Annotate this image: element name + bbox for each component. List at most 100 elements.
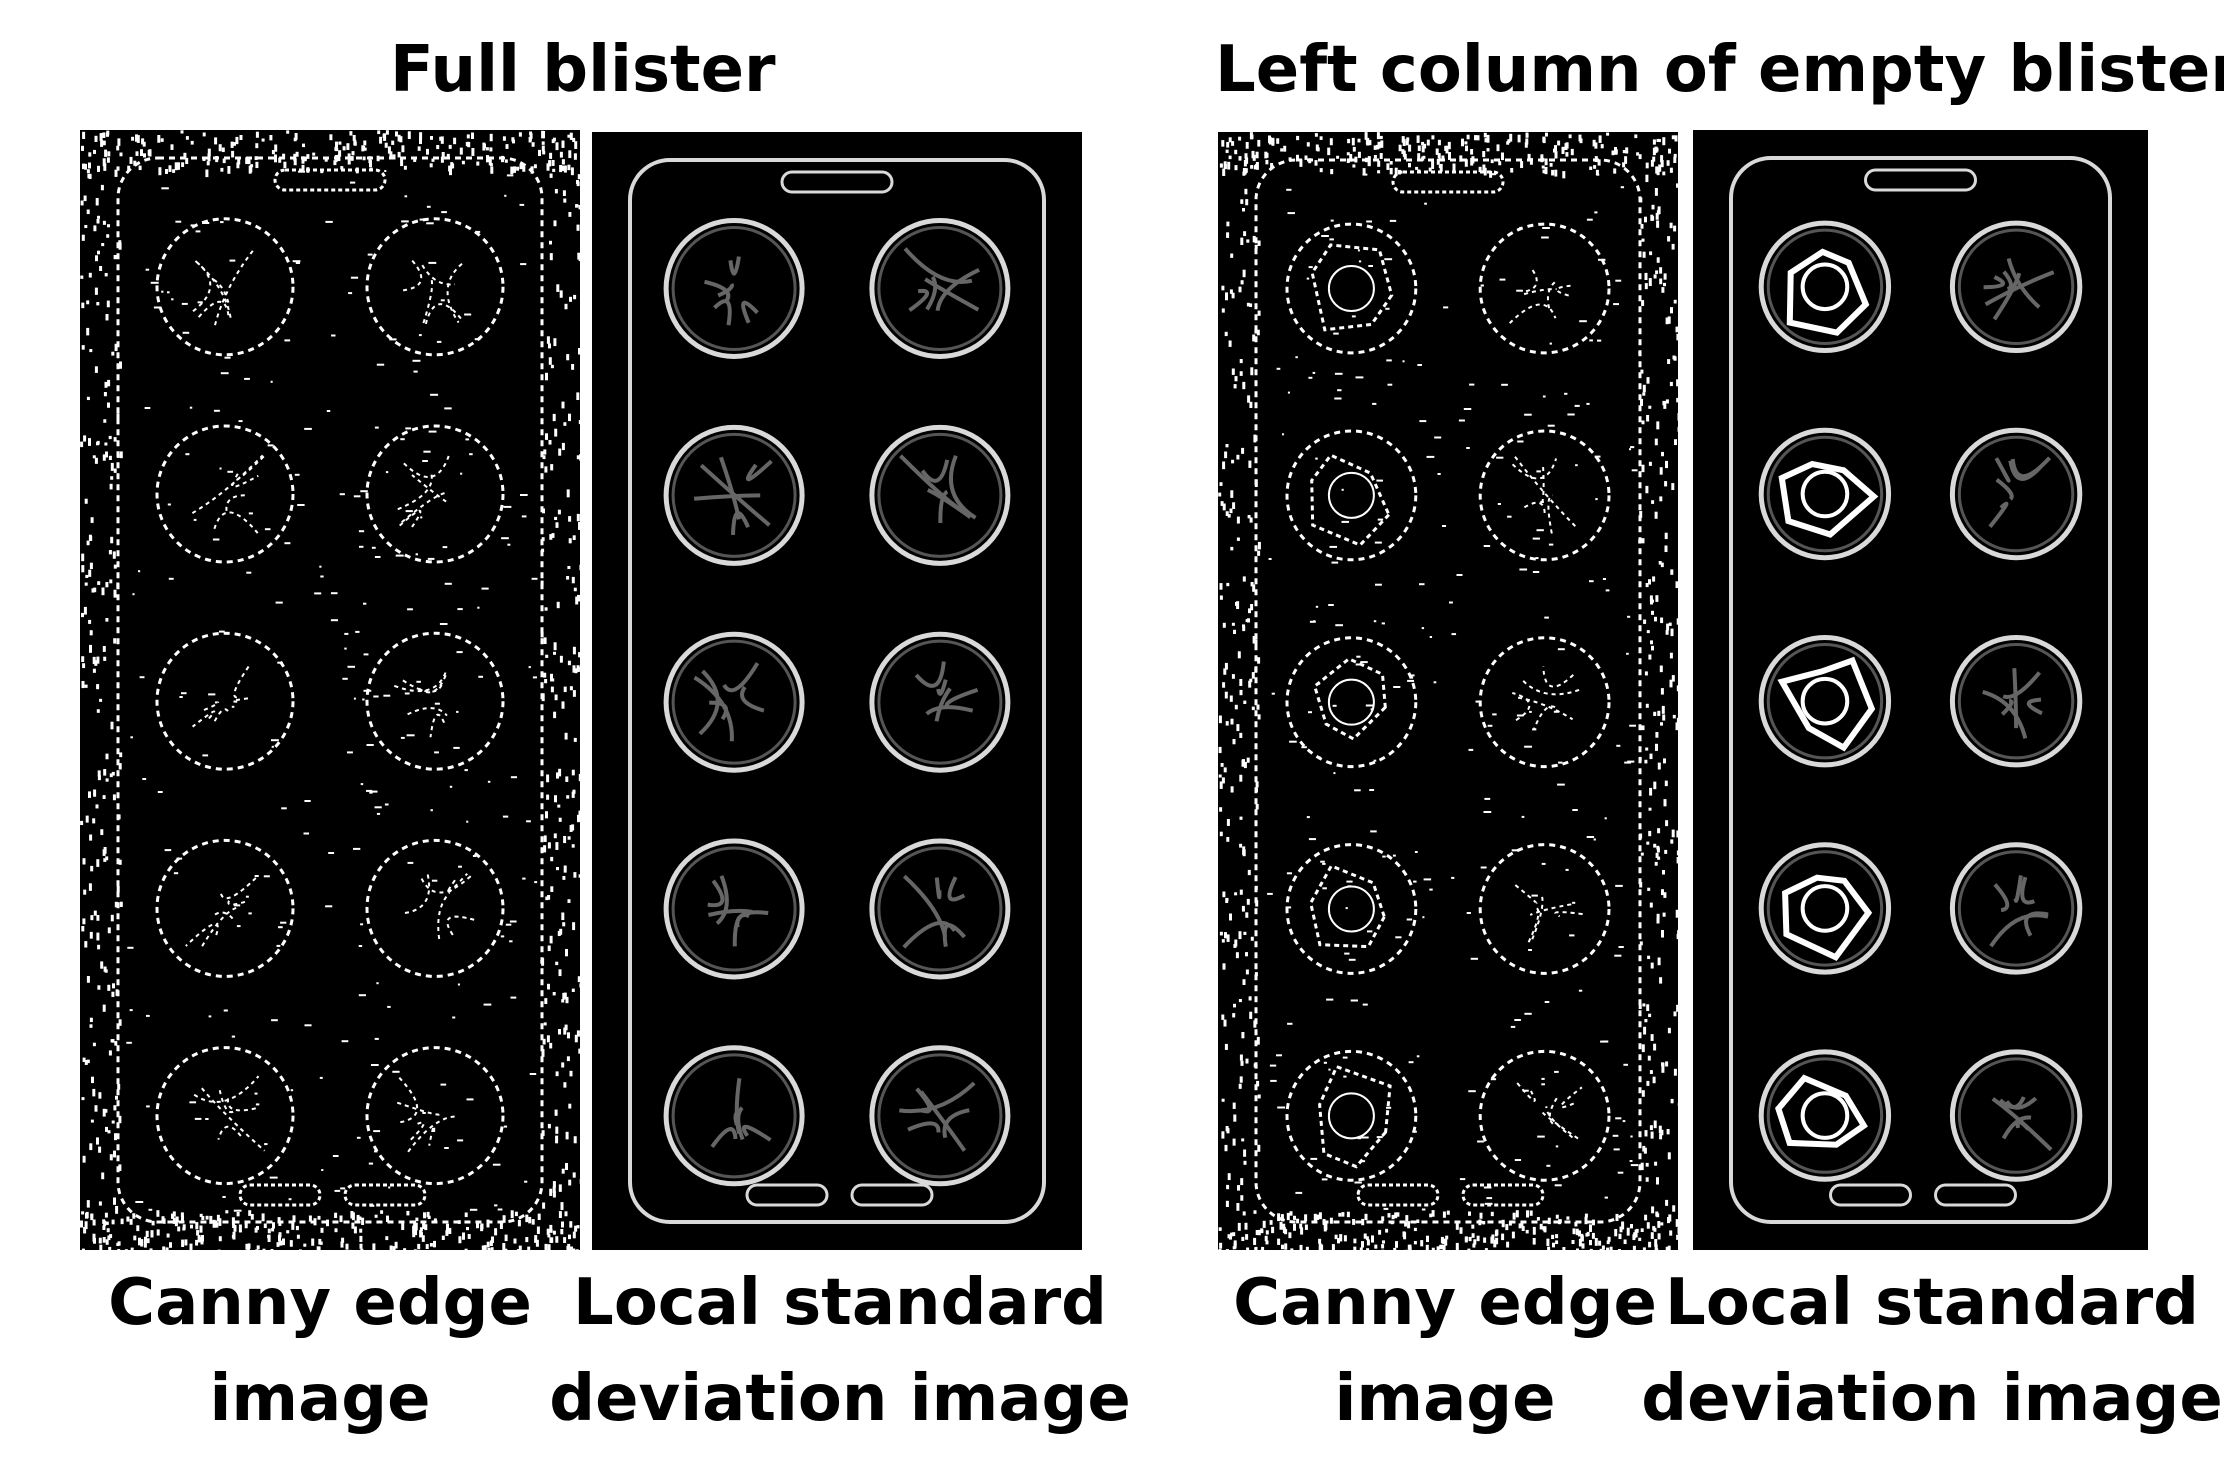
edge-speckle	[92, 455, 96, 459]
edge-speckle	[424, 1224, 428, 1231]
edge-speckle	[1529, 1210, 1533, 1216]
edge-speckle	[1595, 169, 1599, 176]
edge-speckle	[1249, 517, 1253, 523]
edge-speckle	[1224, 662, 1228, 670]
edge-noise	[1630, 1135, 1633, 1138]
edge-speckle	[459, 147, 463, 155]
edge-speckle	[247, 159, 251, 165]
edge-speckle	[85, 1213, 88, 1219]
edge-noise	[1514, 1019, 1521, 1021]
imprint-mark	[850, 1183, 934, 1207]
pocket-texture	[942, 1108, 970, 1139]
edge-speckle	[118, 1115, 122, 1124]
edge-noise	[248, 912, 252, 915]
edge-speckle	[571, 844, 575, 848]
edge-speckle	[1646, 1080, 1650, 1086]
edge-speckle	[1229, 913, 1232, 921]
edge-noise	[202, 754, 209, 757]
edge-noise	[278, 926, 283, 929]
edge-speckle	[82, 858, 86, 865]
edge-speckle	[81, 234, 85, 241]
pocket-texture	[407, 707, 448, 717]
edge-noise	[292, 260, 301, 263]
pocket-texture	[731, 511, 750, 535]
edge-speckle	[86, 327, 90, 336]
edge-speckle	[1669, 381, 1673, 387]
edge-speckle	[1349, 154, 1353, 162]
edge-speckle	[1241, 759, 1245, 767]
edge-speckle	[1644, 759, 1648, 764]
edge-speckle	[561, 401, 565, 409]
edge-speckle	[1338, 1212, 1342, 1217]
edge-speckle	[1265, 1230, 1269, 1235]
edge-speckle	[1421, 145, 1425, 153]
edge-noise	[1408, 1061, 1414, 1064]
edge-speckle	[130, 1247, 134, 1250]
edge-speckle	[102, 1004, 106, 1012]
edge-speckle	[561, 912, 565, 921]
edge-noise	[1271, 692, 1275, 695]
edge-speckle	[569, 132, 573, 140]
edge-noise	[356, 1136, 361, 1139]
edge-noise	[358, 994, 366, 997]
edge-speckle	[1495, 1237, 1499, 1245]
edge-speckle	[293, 158, 297, 166]
edge-speckle	[576, 1225, 580, 1229]
edge-speckle	[1482, 164, 1486, 172]
blister-outline	[1729, 156, 2112, 1224]
edge-speckle	[1483, 1237, 1487, 1243]
edge-speckle	[377, 130, 381, 135]
edge-speckle	[533, 164, 537, 169]
edge-noise	[374, 556, 381, 558]
edge-speckle	[1242, 171, 1246, 176]
pocket-texture	[2013, 875, 2023, 903]
edge-speckle	[1245, 157, 1249, 164]
edge-speckle	[1658, 561, 1662, 565]
edge-speckle	[238, 1224, 242, 1233]
edge-speckle	[1242, 849, 1246, 857]
edge-noise	[1308, 266, 1313, 269]
edge-noise	[1519, 568, 1528, 571]
edge-noise	[341, 1040, 349, 1043]
pill-pocket	[1285, 429, 1418, 562]
edge-speckle	[195, 1222, 199, 1230]
edge-speckle	[296, 1234, 300, 1239]
edge-noise	[1516, 289, 1523, 292]
pocket-texture	[717, 282, 734, 298]
edge-speckle	[372, 1243, 376, 1250]
edge-noise	[1285, 906, 1292, 909]
edge-noise	[314, 592, 322, 595]
edge-speckle	[1232, 739, 1236, 745]
edge-speckle	[1240, 1178, 1244, 1186]
edge-noise	[1542, 395, 1546, 398]
pocket-texture	[948, 455, 977, 520]
edge-speckle	[1218, 746, 1222, 754]
edge-noise	[510, 776, 517, 779]
imprint-mark	[745, 1183, 829, 1207]
edge-speckle	[1641, 1044, 1645, 1053]
edge-speckle	[550, 673, 553, 682]
edge-speckle	[89, 536, 93, 541]
edge-speckle	[1640, 1228, 1644, 1233]
edge-speckle	[569, 825, 573, 832]
edge-speckle	[1393, 1247, 1397, 1250]
edge-noise	[254, 1092, 258, 1095]
pill-pocket	[1949, 427, 2083, 561]
edge-speckle	[1641, 238, 1645, 242]
edge-speckle	[1435, 148, 1439, 155]
edge-noise	[1532, 728, 1537, 731]
pocket-texture	[1529, 903, 1572, 916]
edge-speckle	[1645, 485, 1649, 494]
edge-speckle	[199, 1225, 203, 1233]
edge-speckle	[574, 141, 578, 149]
edge-speckle	[1441, 155, 1445, 159]
edge-speckle	[1655, 270, 1659, 275]
edge-speckle	[563, 165, 567, 173]
edge-speckle	[112, 551, 116, 559]
edge-speckle	[1673, 1011, 1677, 1017]
edge-noise	[400, 736, 405, 739]
edge-speckle	[1367, 156, 1371, 160]
edge-speckle	[1431, 1247, 1435, 1250]
edge-speckle	[341, 1237, 345, 1243]
edge-speckle	[150, 1230, 154, 1238]
